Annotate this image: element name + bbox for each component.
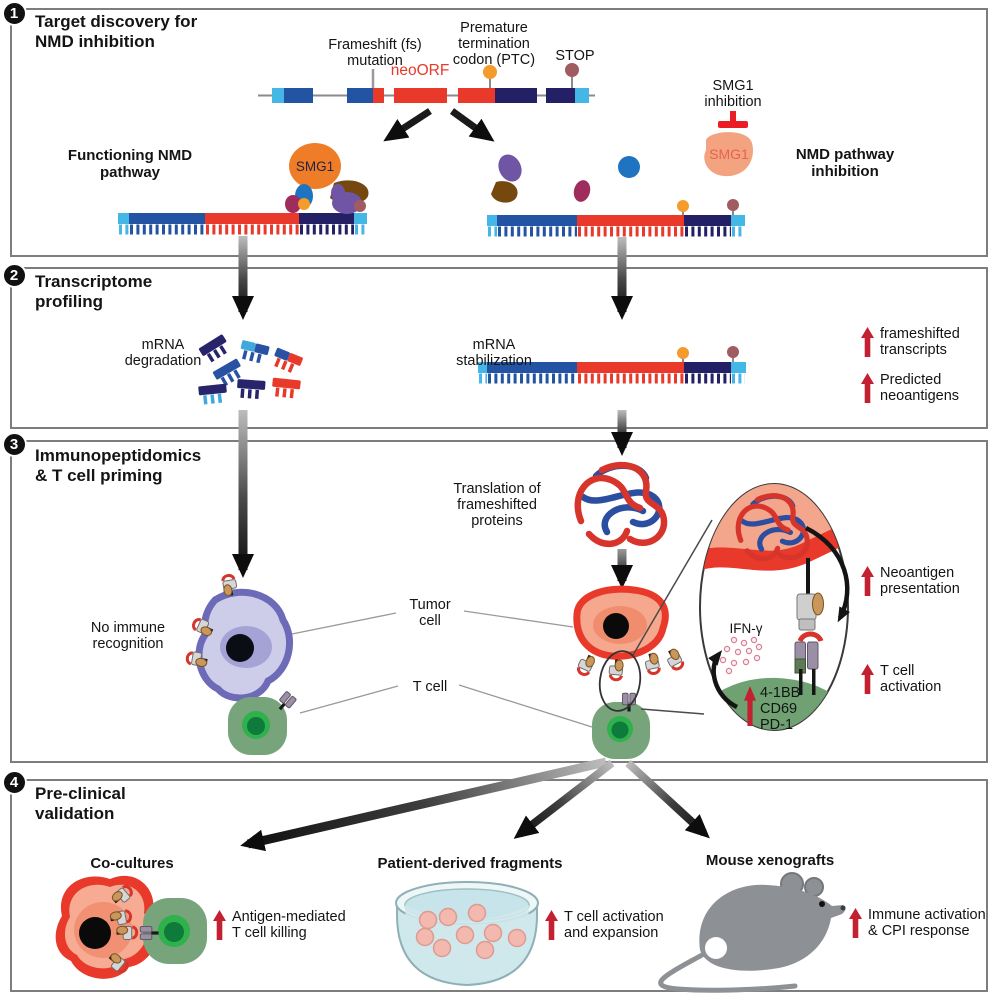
- frameshift-label: Frameshift (fs) mutation: [328, 37, 422, 70]
- t-cell-label: T cell: [412, 679, 448, 695]
- panel1-number: 1: [1, 0, 27, 26]
- annotation-text: T cell activation: [880, 663, 942, 695]
- up-arrow-icon: [861, 664, 874, 694]
- up-arrow-icon: [744, 686, 756, 726]
- annotation-text: Predicted neoantigens: [880, 372, 960, 404]
- neoorf-label: neoORF: [390, 62, 450, 79]
- annotation-text: T cell activation and expansion: [564, 909, 664, 941]
- up-arrow-icon: [213, 910, 226, 940]
- annotation-text: Antigen-mediated T cell killing: [232, 909, 346, 941]
- annotation-text: Immune activation & CPI response: [868, 907, 986, 939]
- xenografts-label: Mouse xenografts: [705, 852, 835, 869]
- ptc-label: Premature termination codon (PTC): [452, 20, 536, 69]
- panel1-number-text: 1: [9, 4, 19, 22]
- stop-label: STOP: [555, 48, 595, 64]
- translation-label: Translation of frameshifted proteins: [453, 481, 541, 530]
- panel1-title: Target discovery for NMD inhibition: [35, 12, 198, 51]
- panel2-number-text: 2: [9, 266, 19, 284]
- annotation-neoantigen-presentation: Neoantigen presentation: [861, 565, 960, 598]
- panel4-frame: [10, 779, 988, 992]
- no-immune-recognition-label: No immune recognition: [90, 620, 166, 653]
- up-arrow-icon: [861, 327, 874, 357]
- functioning-nmd-label: Functioning NMD pathway: [67, 147, 193, 181]
- panel3-number-text: 3: [9, 435, 19, 453]
- smg1-inhibition-label: SMG1 inhibition: [704, 78, 762, 111]
- annotation-t-cell-killing: Antigen-mediated T cell killing: [213, 909, 346, 942]
- nmd-inhibition-label: NMD pathway inhibition: [795, 146, 895, 180]
- panel3-title: Immunopeptidomics & T cell priming: [35, 446, 202, 485]
- annotation-frameshifted-transcripts: frameshifted transcripts: [861, 326, 960, 359]
- panel3-number: 3: [1, 431, 27, 457]
- up-arrow-icon: [861, 373, 874, 403]
- annotation-text: Neoantigen presentation: [880, 565, 960, 597]
- panel1-frame: [10, 8, 988, 257]
- fragments-label: Patient-derived fragments: [377, 855, 563, 872]
- mrna-stabilization-label: mRNA stabilization: [456, 337, 532, 370]
- cocultures-label: Co-cultures: [90, 855, 174, 872]
- panel4-number-text: 4: [9, 773, 19, 791]
- up-arrow-icon: [849, 908, 862, 938]
- ifn-gamma-label: IFN-γ: [729, 621, 763, 636]
- panel2-frame: [10, 267, 988, 429]
- panel2-number: 2: [1, 262, 27, 288]
- panel2-title: Transcriptome profiling: [35, 272, 153, 311]
- activation-markers: 4-1BB CD69 PD-1: [744, 685, 801, 734]
- annotation-immune-activation: Immune activation & CPI response: [849, 907, 986, 940]
- mrna-degradation-label: mRNA degradation: [124, 337, 202, 370]
- up-arrow-icon: [861, 566, 874, 596]
- annotation-t-cell-activation: T cell activation: [861, 663, 942, 696]
- smg1-complex-label: SMG1: [295, 159, 335, 174]
- panel4-number: 4: [1, 769, 27, 795]
- up-arrow-icon: [545, 910, 558, 940]
- smg1-free-label: SMG1: [709, 146, 749, 162]
- annotation-text: frameshifted transcripts: [880, 326, 960, 358]
- tumor-cell-label: Tumor cell: [409, 597, 451, 630]
- annotation-predicted-neoantigens: Predicted neoantigens: [861, 372, 960, 405]
- panel4-title: Pre-clinical validation: [35, 784, 126, 823]
- annotation-expansion: T cell activation and expansion: [545, 909, 664, 942]
- activation-markers-text: 4-1BB CD69 PD-1: [760, 685, 801, 733]
